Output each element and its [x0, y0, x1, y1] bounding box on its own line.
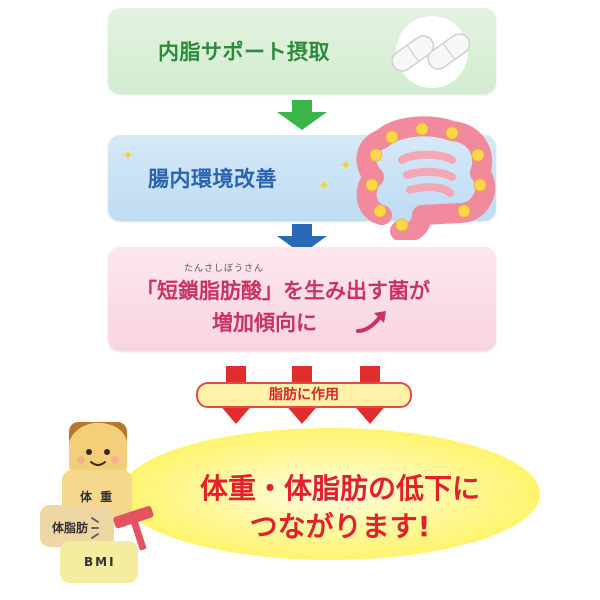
body-fat-block: 体脂肪 — [40, 505, 114, 547]
result-highlight — [120, 428, 540, 560]
sparkle-icon: ✦ — [318, 178, 330, 194]
result-line1: 体重・体脂肪の低下に — [199, 472, 480, 505]
sparkle-icon: ✦ — [122, 148, 134, 164]
step-label-line1: 「短鎖脂肪酸」を生み出す菌が — [136, 279, 430, 303]
step-label: 内脂サポート摂取 — [158, 40, 330, 64]
result-line2: つながります! — [249, 510, 431, 543]
arrow-down-icon — [277, 224, 327, 254]
capsule-icon — [391, 16, 471, 88]
ruby-reading: たんさしぼうさん — [184, 264, 265, 274]
hammer-icon — [91, 506, 154, 551]
body-fat-label: 体脂肪 — [52, 521, 89, 535]
intestine-icon — [356, 116, 496, 240]
step-supplement-intake: 内脂サポート摂取 — [108, 8, 496, 94]
step-bacteria-increase: たんさしぼうさん 「短鎖脂肪酸」を生み出す菌が 増加傾向に — [108, 247, 496, 351]
bmi-block: BMI — [60, 541, 138, 583]
arrow-down-icon — [277, 100, 327, 130]
step-label-line2: 増加傾向に — [212, 311, 317, 335]
upward-trend-arrow-icon — [356, 311, 386, 333]
character-face-icon — [69, 422, 127, 476]
bmi-label: BMI — [84, 555, 116, 569]
effect-banner: 脂肪に作用 — [196, 382, 412, 408]
weight-label: 体 重 — [80, 490, 115, 504]
step-label: 腸内環境改善 — [148, 167, 277, 191]
step-gut-improvement: 腸内環境改善 ✦ ✦ ✦ ✦ — [108, 116, 496, 240]
sparkle-icon: ✦ — [340, 158, 352, 174]
result-text: 体重・体脂肪の低下に つながります! — [180, 470, 500, 546]
